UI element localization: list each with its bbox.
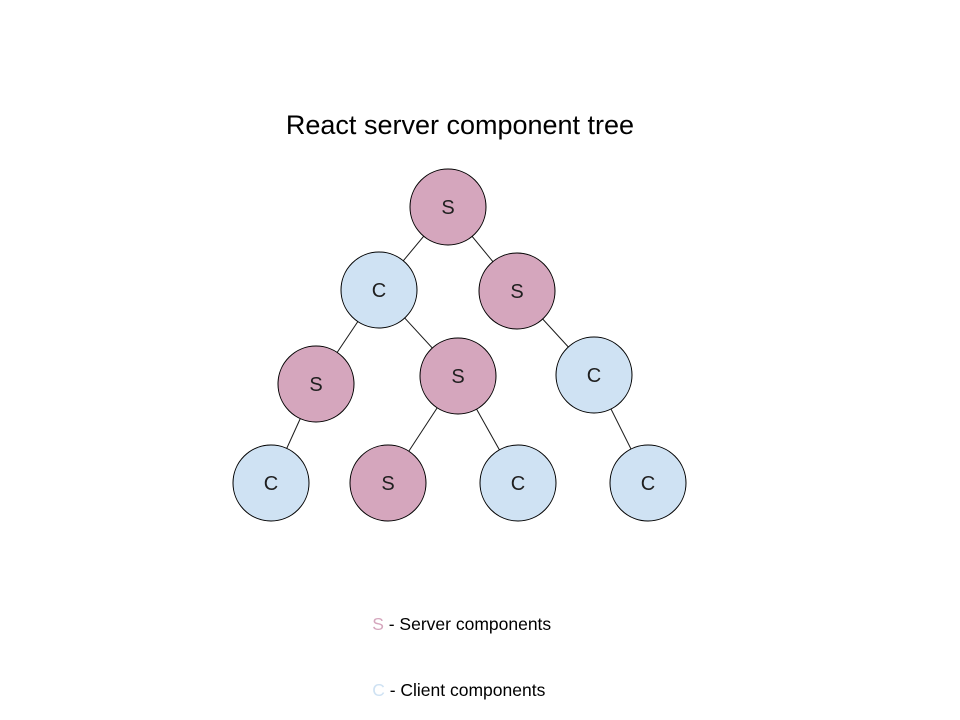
tree-node-server [277, 345, 355, 423]
tree-node-server [478, 252, 556, 330]
node-label: S [510, 281, 523, 303]
node-label: C [372, 280, 386, 302]
node-label: C [511, 473, 525, 495]
node-label: S [441, 197, 454, 219]
legend-text-server: - Server components [383, 614, 552, 634]
legend-symbol-server: S [372, 614, 384, 634]
node-label: C [587, 365, 601, 387]
legend-item-server: S - Server components [343, 591, 551, 657]
tree-node-server [409, 168, 487, 246]
node-label: C [641, 473, 655, 495]
tree-node-client [340, 251, 418, 329]
tree-node-client [609, 444, 687, 522]
tree-node-server [349, 444, 427, 522]
tree-node-client [479, 444, 557, 522]
tree-nodes: S C S S S C C S C C [232, 168, 687, 522]
legend-item-client: C - Client components [343, 657, 551, 720]
legend: S - Server components C - Client compone… [343, 591, 551, 720]
node-label: S [451, 366, 464, 388]
tree-node-client [555, 336, 633, 414]
tree-node-server [419, 337, 497, 415]
node-label: C [264, 473, 278, 495]
node-label: S [309, 374, 322, 396]
tree-node-client [232, 444, 310, 522]
legend-text-client: - Client components [384, 680, 546, 700]
legend-symbol-client: C [372, 680, 385, 700]
node-label: S [381, 473, 394, 495]
diagram-title: React server component tree [285, 110, 635, 140]
